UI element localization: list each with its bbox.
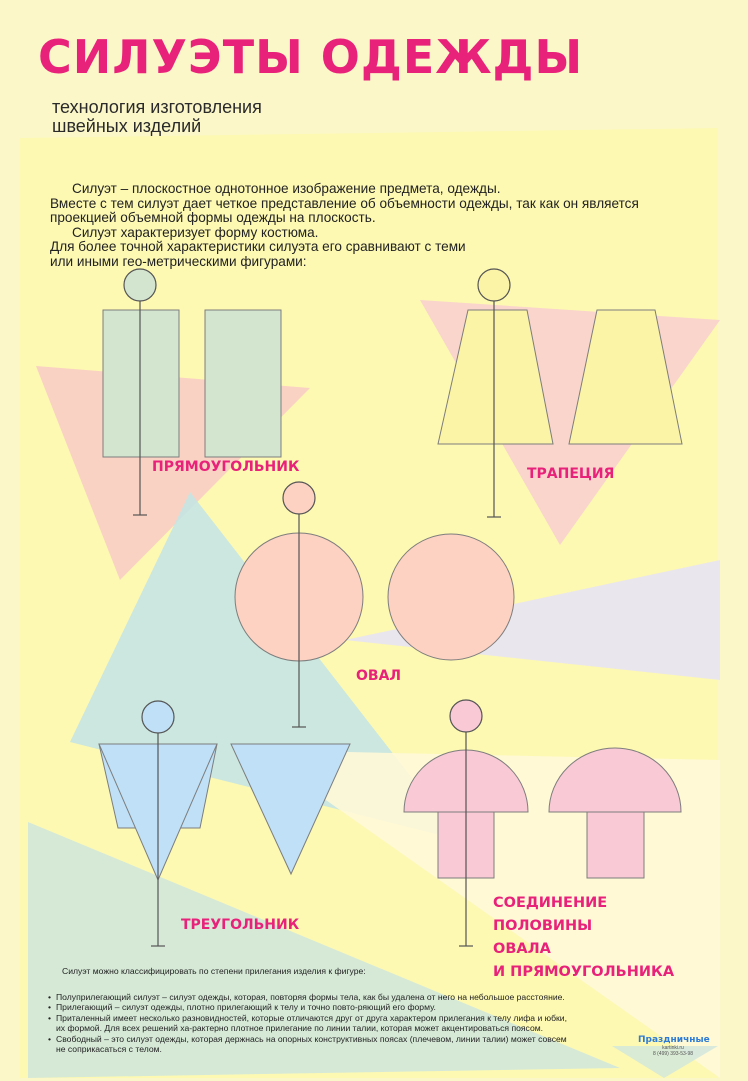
intro-line: проекцией объемной формы одежды на плоск… <box>50 210 376 226</box>
subtitle-line: технология изготовления <box>52 97 262 117</box>
combo-rect-plain <box>586 811 645 879</box>
intro-line: Силуэт характеризует форму костюма. <box>72 224 319 240</box>
trapezoid-body-figure <box>437 309 554 445</box>
label-trapezoid: ТРАПЕЦИЯ <box>527 466 615 482</box>
oval-head <box>282 481 316 515</box>
combo-head <box>449 699 483 733</box>
list-item: Свободный – это силуэт одежды, которая д… <box>48 1034 728 1055</box>
list-item: Полуприлегающий силуэт – силуэт одежды, … <box>48 992 728 1003</box>
logo-phone: 8 (499) 393-53-98 <box>652 1051 694 1057</box>
trapezoid-silhouette <box>437 268 683 518</box>
combo-line: ПОЛОВИНЫ <box>493 918 593 934</box>
classification-list: Полуприлегающий силуэт – силуэт одежды, … <box>48 992 728 1055</box>
intro-text: Силуэт – плоскостное однотонное изображе… <box>50 181 720 270</box>
list-item-text: Приталенный имеет несколько разновидност… <box>56 1012 567 1023</box>
combo-line: И ПРЯМОУГОЛЬНИКА <box>493 964 675 980</box>
poster-title: СИЛУЭТЫ ОДЕЖДЫ <box>38 30 584 84</box>
trapezoid-head <box>477 268 511 302</box>
combo-silhouette <box>403 699 682 947</box>
label-oval: ОВАЛ <box>356 668 402 684</box>
subtitle-line: швейных изделий <box>52 116 202 136</box>
list-item-text: Свободный – это силуэт одежды, которая д… <box>56 1033 567 1044</box>
rectangle-body-figure <box>102 309 180 458</box>
intro-line: Силуэт – плоскостное однотонное изображе… <box>72 181 501 196</box>
intro-line: Для более точной характеристики силуэта … <box>50 239 466 255</box>
rectangle-silhouette <box>102 268 282 516</box>
combo-line: СОЕДИНЕНИЕ <box>493 895 608 911</box>
classification-section: Силуэт можно классифицировать по степени… <box>48 966 728 1055</box>
intro-line: или иными гео-метрическими фигурами: <box>50 253 307 269</box>
list-item: Прилегающий – силуэт одежды, плотно прил… <box>48 1002 728 1013</box>
poster-subtitle: технология изготовления швейных изделий <box>52 98 262 136</box>
list-item-text: не соприкасаться с телом. <box>56 1044 162 1054</box>
trapezoid-body-plain <box>568 309 683 445</box>
list-item-text: Полуприлегающий силуэт – силуэт одежды, … <box>56 991 565 1002</box>
triangle-silhouette <box>98 700 351 947</box>
triangle-body-plain <box>230 743 351 876</box>
triangle-head <box>141 700 175 734</box>
rectangle-body-plain <box>204 309 282 458</box>
oval-body-plain <box>387 533 515 661</box>
logo-brand: Праздничные <box>638 1035 710 1045</box>
intro-line: Вместе с тем силуэт дает четкое представ… <box>50 195 639 211</box>
label-triangle: ТРЕУГОЛЬНИК <box>181 917 300 933</box>
combo-half-oval-plain <box>548 747 682 813</box>
list-item-text: их формой. Для всех решений ха-рактерно … <box>56 1023 544 1033</box>
list-item-text: Прилегающий – силуэт одежды, плотно прил… <box>56 1002 436 1012</box>
combo-line: ОВАЛА <box>493 941 551 957</box>
classification-lead: Силуэт можно классифицировать по степени… <box>62 966 366 976</box>
oval-silhouette <box>234 481 515 728</box>
rectangle-head <box>123 268 157 302</box>
publisher-logo: Праздничные kartinki.ru 8 (499) 393-53-9… <box>638 1035 710 1071</box>
label-combo: СОЕДИНЕНИЕ ПОЛОВИНЫ ОВАЛА И ПРЯМОУГОЛЬНИ… <box>493 892 674 984</box>
label-rectangle: ПРЯМОУГОЛЬНИК <box>152 459 300 475</box>
list-item: Приталенный имеет несколько разновидност… <box>48 1013 728 1034</box>
logo-site: kartinki.ru <box>662 1045 684 1051</box>
